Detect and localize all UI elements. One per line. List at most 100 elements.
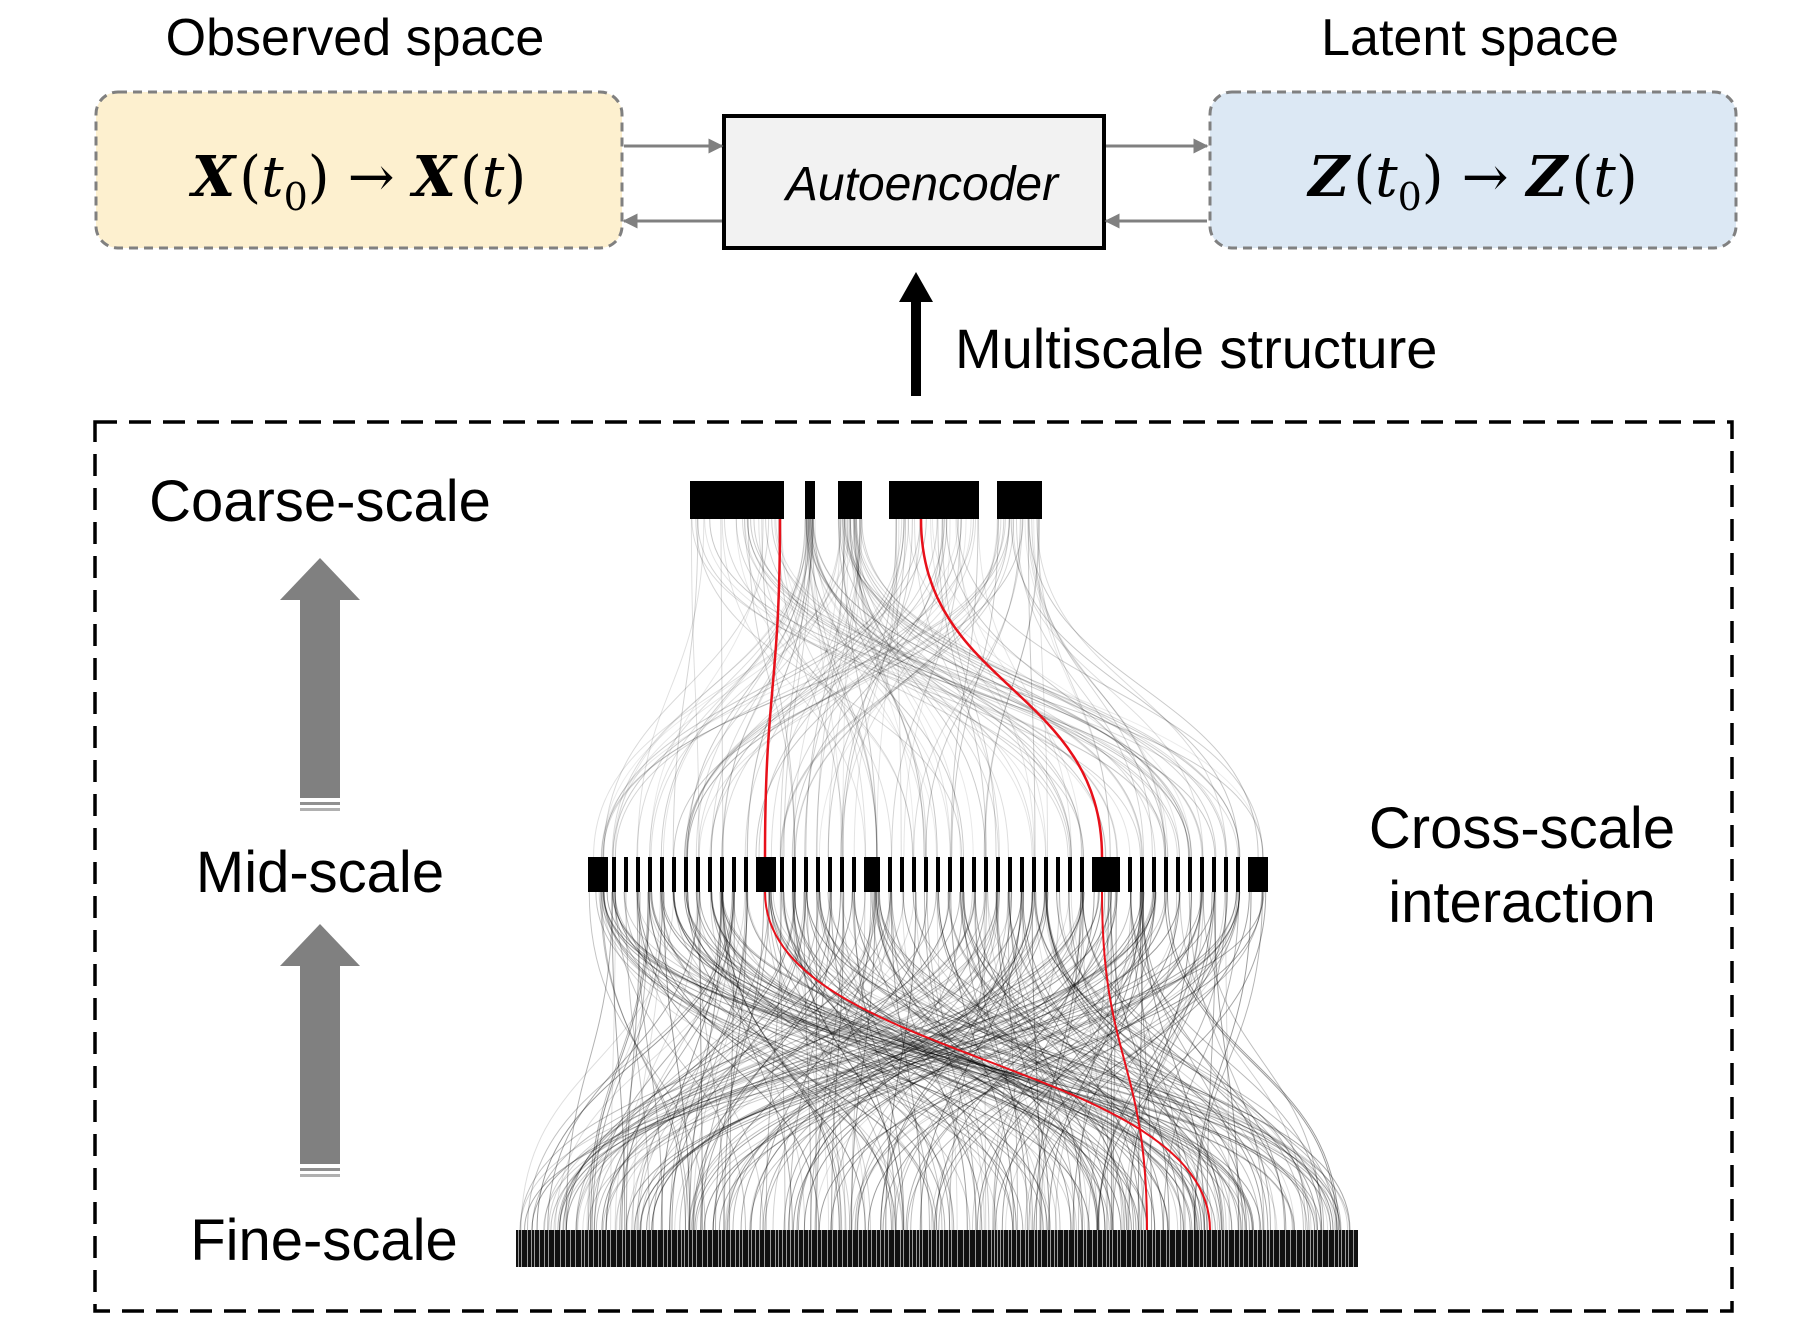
fine-mid-edge (878, 891, 1208, 1231)
fine-mid-edge (992, 891, 1060, 1231)
fine-mid-edge (721, 891, 1184, 1231)
multiscale-panel (93, 420, 1734, 1313)
fine-node-divider (1228, 1230, 1229, 1267)
fine-mid-edge (919, 891, 1022, 1231)
fine-node-divider (867, 1230, 868, 1267)
fine-node-divider (1109, 1230, 1110, 1267)
fine-mid-edge (950, 891, 1015, 1231)
fine-mid-edge (815, 891, 844, 1231)
fine-mid-edge (1164, 891, 1338, 1231)
fine-mid-edge (693, 891, 875, 1231)
fine-node-divider (884, 1230, 885, 1267)
fine-mid-edge (783, 891, 999, 1231)
fine-mid-edge (852, 891, 930, 1231)
fine-mid-edge (639, 891, 1237, 1231)
fine-mid-edge (1043, 891, 1223, 1231)
fine-mid-edge (888, 891, 1203, 1231)
mid-coarse-edge (735, 518, 914, 858)
fine-mid-edge (720, 891, 1341, 1231)
fine-mid-edge (558, 891, 976, 1231)
fine-mid-edge (772, 891, 892, 1231)
mid-node (600, 857, 604, 892)
fine-mid-edge (725, 891, 1070, 1231)
mid-coarse-edge (854, 518, 974, 858)
fine-mid-edge (722, 891, 806, 1231)
fine-node-divider (1041, 1230, 1042, 1267)
fine-node-divider (1092, 1230, 1093, 1267)
fine-mid-edge (696, 891, 725, 1231)
mid-node (840, 857, 844, 892)
mid-coarse-edge (685, 518, 842, 858)
observed-space-box (94, 90, 624, 250)
mid-coarse-edge (837, 518, 938, 858)
fine-node-divider (808, 1230, 809, 1267)
fine-node-divider (790, 1230, 791, 1267)
mid-coarse-edge (792, 518, 841, 858)
fine-mid-edge (877, 891, 1332, 1231)
latent-space-box (1208, 90, 1738, 250)
fine-mid-edge (648, 891, 866, 1231)
fine-node-divider (1199, 1230, 1200, 1267)
mid-coarse-edge (845, 518, 1143, 858)
fine-mid-edge (880, 891, 1013, 1231)
mid-coarse-edge (710, 518, 815, 858)
fine-mid-edge (976, 891, 1181, 1231)
fine-mid-edge (1142, 891, 1205, 1231)
mid-node (924, 857, 928, 892)
mid-coarse-edge (779, 518, 807, 858)
mid-coarse-edge (649, 518, 764, 858)
fine-mid-edge (602, 891, 1154, 1231)
fine-mid-edge (876, 891, 1044, 1231)
mid-node (816, 857, 820, 892)
mid-coarse-edge (686, 518, 938, 858)
mid-coarse-edge (853, 518, 1156, 858)
fine-node-divider (1290, 1230, 1291, 1267)
fine-mid-edge (793, 891, 830, 1231)
fine-node-divider (548, 1230, 549, 1267)
mid-node (1056, 857, 1060, 892)
fine-mid-edge (598, 891, 1052, 1231)
fine-mid-edge (829, 891, 1179, 1231)
mid-coarse-edge (853, 518, 951, 858)
mid-coarse-edge (861, 518, 1217, 858)
mid-coarse-edge (1027, 518, 1036, 858)
mid-coarse-edge (660, 518, 806, 858)
mid-node (708, 857, 712, 892)
fine-node-divider (554, 1230, 555, 1267)
fine-node-divider (1106, 1230, 1107, 1267)
fine-mid-edge (620, 891, 723, 1231)
fine-mid-edge (692, 891, 748, 1231)
fine-mid-edge (819, 891, 1083, 1231)
fine-node-divider (581, 1230, 582, 1267)
fine-node-divider (625, 1230, 626, 1267)
fine-mid-edge (710, 891, 1233, 1231)
mid-coarse-edge (956, 518, 1264, 858)
mid-coarse-edge (843, 518, 1192, 858)
fine-mid-edge (906, 891, 1263, 1231)
coarse-node (805, 481, 815, 519)
mid-coarse-edge (808, 518, 1119, 858)
fine-node-divider (616, 1230, 617, 1267)
fine-mid-edge (914, 891, 1211, 1231)
fine-mid-edge (1225, 891, 1230, 1231)
fine-node-divider (821, 1230, 822, 1267)
mid-node (864, 857, 878, 892)
fine-mid-edge (745, 891, 1198, 1231)
mid-node (900, 857, 904, 892)
fine-mid-edge (793, 891, 1156, 1231)
fine-mid-edge (543, 891, 1153, 1231)
fine-mid-edge (605, 891, 880, 1231)
mid-coarse-edge (810, 518, 1106, 858)
fine-mid-edge (719, 891, 1086, 1231)
mid-coarse-edge (842, 518, 878, 858)
mid-coarse-edge (955, 518, 1082, 858)
mid-coarse-edge (602, 518, 921, 858)
mid-node (756, 857, 776, 892)
fine-node-divider (1120, 1230, 1121, 1267)
mid-coarse-edge (859, 518, 1241, 858)
fine-mid-edge (1087, 891, 1178, 1231)
fine-mid-edge (650, 891, 1140, 1231)
fine-mid-edge (995, 891, 1050, 1231)
fine-mid-edge (519, 891, 937, 1231)
